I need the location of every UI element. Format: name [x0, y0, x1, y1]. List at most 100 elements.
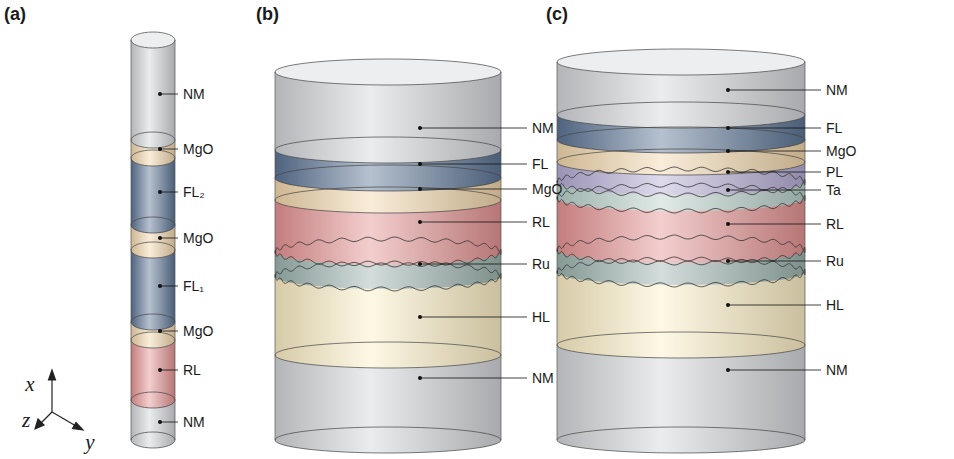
leader-line [728, 151, 821, 152]
layer-label: FL₂ [183, 184, 205, 200]
leader-line [160, 422, 178, 423]
layer-label: Ru [532, 256, 550, 272]
layer-label: NM [183, 86, 205, 102]
layer-bottom [131, 432, 175, 448]
layer-label: NM [826, 82, 848, 98]
stack-edge [131, 40, 132, 440]
interface-ellipse [557, 149, 805, 175]
layer-side [131, 40, 175, 140]
stack-edge [501, 72, 502, 440]
layer-label: NM [183, 414, 205, 430]
stack-layer [275, 276, 501, 368]
layer-bottom [557, 102, 805, 128]
axis-label: x [25, 373, 34, 395]
leader-line [728, 370, 821, 371]
leader-line [728, 224, 821, 225]
leader-line [420, 264, 527, 265]
layer-bottom [131, 217, 175, 233]
interface-ellipse [131, 132, 175, 148]
panel-letter: (c) [546, 4, 568, 24]
interface-ellipse [557, 332, 805, 358]
interface-ellipse [275, 427, 501, 453]
leader-line [728, 90, 821, 91]
layer-label: RL [183, 362, 201, 378]
layer-label: FL [532, 156, 548, 172]
layer-side [557, 345, 805, 440]
stack-edge [175, 40, 176, 440]
layer-label: RL [532, 214, 550, 230]
stack-edge [275, 72, 276, 440]
leader-line [728, 128, 821, 129]
stack-top [557, 49, 805, 75]
layer-label: FL [826, 120, 842, 136]
layer-bottom [131, 314, 175, 330]
interface-ellipse [131, 332, 175, 348]
leader-line [160, 192, 178, 193]
interface-ellipse [131, 150, 175, 166]
stack-layer [275, 355, 501, 453]
leader-line [420, 317, 527, 318]
interface-ellipse [275, 59, 501, 85]
stack-layer [275, 72, 501, 163]
layer-label: MgO [183, 141, 213, 157]
layer-label: Ru [826, 253, 844, 269]
layer-label: RL [826, 216, 844, 232]
stack-layer [131, 340, 175, 408]
stack-layer [131, 158, 175, 233]
layer-bottom [131, 392, 175, 408]
rough-interface [275, 261, 501, 291]
leader-line [728, 172, 821, 173]
layer-label: NM [532, 120, 554, 136]
leader-line [160, 370, 178, 371]
rough-interface [557, 183, 805, 213]
layer-label: MgO [183, 230, 213, 246]
leader-line [728, 190, 821, 191]
leader-line [160, 286, 178, 287]
interface-ellipse [131, 242, 175, 258]
layer-label: NM [532, 370, 554, 386]
axis-label: y [85, 431, 94, 453]
interface-ellipse [557, 427, 805, 453]
layer-bottom [275, 427, 501, 453]
layer-label: HL [532, 309, 550, 325]
layer-label: PL [826, 164, 843, 180]
panel-letter: (a) [4, 4, 26, 24]
leader-line [420, 189, 527, 190]
layer-label: FL₁ [183, 278, 204, 294]
layer-bottom [131, 242, 175, 258]
interface-ellipse [557, 49, 805, 75]
leader-line [160, 94, 178, 95]
stack-layer [557, 345, 805, 453]
leader-line [420, 378, 527, 379]
layer-side [131, 158, 175, 225]
stack-layer [131, 250, 175, 330]
axis-label: z [22, 409, 30, 431]
layer-bottom [275, 239, 501, 265]
axis-triad [35, 370, 83, 430]
layer-label: NM [826, 362, 848, 378]
interface-ellipse [275, 342, 501, 368]
leader-line [420, 164, 527, 165]
layer-bottom [557, 427, 805, 453]
layer-label: MgO [826, 143, 856, 159]
interface-ellipse [131, 314, 175, 330]
layer-bottom [131, 132, 175, 148]
layer-bottom [131, 150, 175, 166]
layer-label: MgO [183, 323, 213, 339]
rough-interface [557, 167, 805, 197]
interface-ellipse [275, 187, 501, 213]
layer-bottom [275, 342, 501, 368]
interface-ellipse [557, 102, 805, 128]
rough-interface [557, 235, 805, 265]
leader-line [160, 149, 178, 150]
rough-interface [557, 257, 805, 287]
interface-ellipse [275, 137, 501, 163]
stack-top [275, 59, 501, 85]
layer-label: Ta [826, 182, 841, 198]
rough-interface [275, 237, 501, 267]
leader-line [160, 331, 178, 332]
panel-letter: (b) [256, 4, 279, 24]
layer-bottom [275, 263, 501, 289]
layer-stack [557, 49, 805, 453]
